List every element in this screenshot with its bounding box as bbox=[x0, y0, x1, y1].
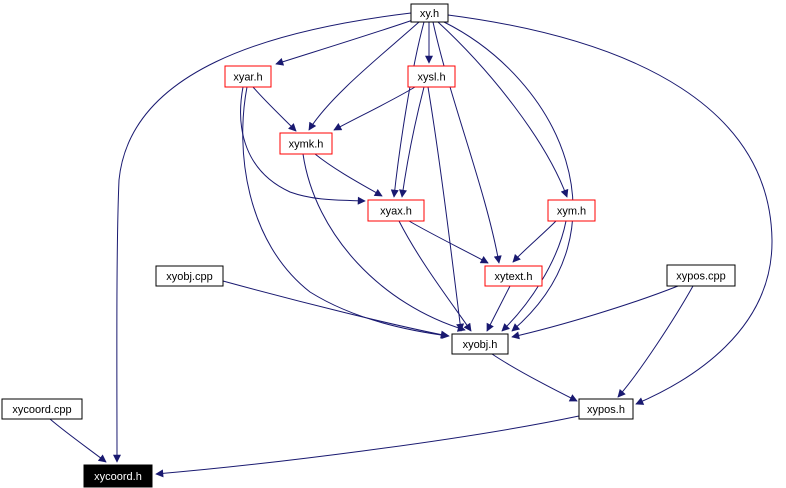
node-xycoord-h[interactable]: xycoord.h bbox=[83, 464, 153, 488]
edge-xytext-h-to-xyobj-h bbox=[486, 285, 511, 332]
node-box-xy-h[interactable] bbox=[410, 3, 449, 23]
node-xysl-h[interactable]: xysl.h bbox=[407, 65, 456, 88]
node-xytext-h[interactable]: xytext.h bbox=[484, 265, 543, 287]
edges-layer bbox=[49, 12, 773, 478]
edge-xy-h-to-xytext-h bbox=[432, 21, 502, 264]
node-box-xymk-h[interactable] bbox=[279, 132, 333, 155]
node-xyobj-h[interactable]: xyobj.h bbox=[451, 333, 509, 355]
edge-xypos-cpp-to-xyobj-h bbox=[511, 285, 679, 340]
edge-xymk-h-to-xyax-h bbox=[314, 153, 383, 197]
nodes-layer: xy.h xyar.h xysl.h xymk.h xyax.h xym.h xytext.… bbox=[1, 3, 736, 488]
edge-xy-h-to-xycoord-h bbox=[112, 12, 412, 463]
edge-xyax-h-to-xyobj-h bbox=[398, 220, 472, 332]
edge-xypos-h-to-xycoord-h bbox=[155, 415, 580, 478]
edge-xy-h-to-xyobj-h bbox=[443, 21, 574, 332]
node-xymk-h[interactable]: xymk.h bbox=[279, 132, 333, 155]
node-box-xyobj-h[interactable] bbox=[451, 333, 509, 355]
node-xyobj-cpp[interactable]: xyobj.cpp bbox=[155, 265, 224, 287]
node-box-xyar-h[interactable] bbox=[224, 65, 272, 88]
edge-xy-h-to-xypos-h bbox=[447, 14, 773, 405]
edge-xyar-h-to-xyobj-h bbox=[242, 86, 450, 340]
edge-xyobj-cpp-to-xyobj-h bbox=[222, 280, 449, 339]
node-xym-h[interactable]: xym.h bbox=[547, 199, 596, 222]
node-box-xypos-h[interactable] bbox=[578, 398, 634, 420]
node-box-xycoord-cpp[interactable] bbox=[1, 398, 83, 420]
edge-xyar-h-to-xyax-h bbox=[240, 86, 366, 205]
edge-xy-h-to-xymk-h bbox=[308, 21, 420, 131]
node-box-xypos-cpp[interactable] bbox=[666, 264, 736, 287]
edge-xy-h-to-xyar-h bbox=[275, 19, 414, 66]
node-box-xysl-h[interactable] bbox=[407, 65, 456, 88]
edge-xyar-h-to-xymk-h bbox=[252, 86, 297, 132]
edge-xyobj-h-to-xypos-h bbox=[491, 353, 578, 402]
edge-xypos-cpp-to-xypos-h bbox=[617, 285, 694, 398]
edge-xycoord-cpp-to-xycoord-h bbox=[49, 418, 107, 463]
node-xypos-cpp[interactable]: xypos.cpp bbox=[666, 264, 736, 287]
node-box-xym-h[interactable] bbox=[547, 199, 596, 222]
node-xy-h[interactable]: xy.h bbox=[410, 3, 449, 23]
edge-xym-h-to-xytext-h bbox=[512, 220, 557, 263]
node-xyar-h[interactable]: xyar.h bbox=[224, 65, 272, 88]
edge-xysl-h-to-xyax-h bbox=[399, 86, 425, 198]
edge-xy-h-to-xyax-h bbox=[390, 21, 425, 198]
node-xyax-h[interactable]: xyax.h bbox=[367, 199, 425, 222]
node-box-xyobj-cpp[interactable] bbox=[155, 265, 224, 287]
edge-xysl-h-to-xyobj-h bbox=[427, 86, 465, 332]
node-xycoord-cpp[interactable]: xycoord.cpp bbox=[1, 398, 83, 420]
node-box-xycoord-h[interactable] bbox=[83, 464, 153, 488]
node-box-xytext-h[interactable] bbox=[484, 265, 543, 287]
edge-xy-h-to-xym-h bbox=[437, 21, 569, 198]
node-xypos-h[interactable]: xypos.h bbox=[578, 398, 634, 420]
edge-xyax-h-to-xytext-h bbox=[408, 220, 489, 264]
edge-xymk-h-to-xyobj-h bbox=[302, 153, 466, 332]
edge-xysl-h-to-xymk-h bbox=[333, 86, 416, 131]
node-box-xyax-h[interactable] bbox=[367, 199, 425, 222]
